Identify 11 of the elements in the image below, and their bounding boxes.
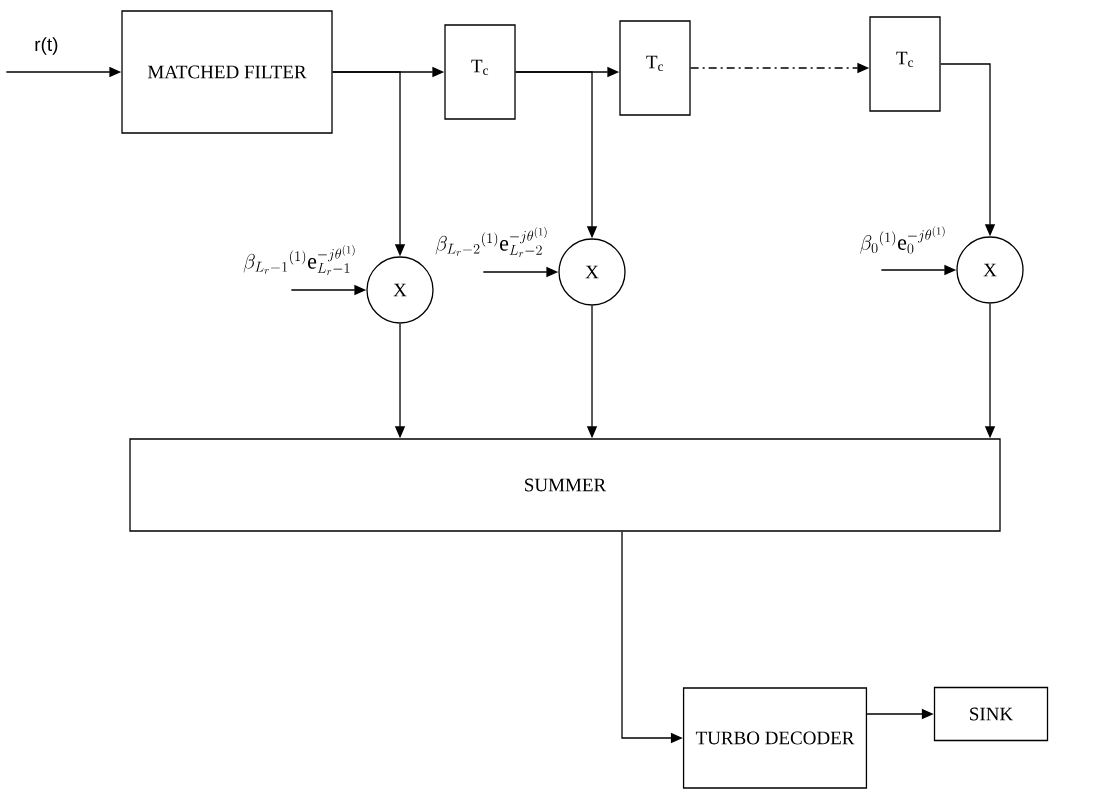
edge-label: $\beta_{L_r-1}{}^{(1)}\mathrm{e}^{-j\theta^{(1)}}_{L_r-1}$ bbox=[242, 244, 358, 276]
process-box: T$_{c}$ bbox=[869, 16, 941, 112]
process-box: T$_{c}$ bbox=[619, 20, 691, 116]
process-box: T$_{c}$ bbox=[444, 24, 516, 120]
edge-label: r(t) bbox=[33, 36, 60, 56]
process-box: SUMMER bbox=[129, 438, 1001, 532]
process-box: MATCHED FILTER bbox=[121, 10, 333, 134]
process-box: SINK bbox=[933, 686, 1049, 742]
edge-label: $\beta_{0}{}^{(1)}\mathrm{e}^{-j\theta^{(1)}}_{0}$ bbox=[858, 225, 948, 255]
edge-label: $\beta_{L_r-2}{}^{(1)}\mathrm{e}^{-j\theta^{(1)}}_{L_r-2}$ bbox=[434, 226, 550, 258]
process-box: TURBO DECODER bbox=[682, 687, 868, 789]
